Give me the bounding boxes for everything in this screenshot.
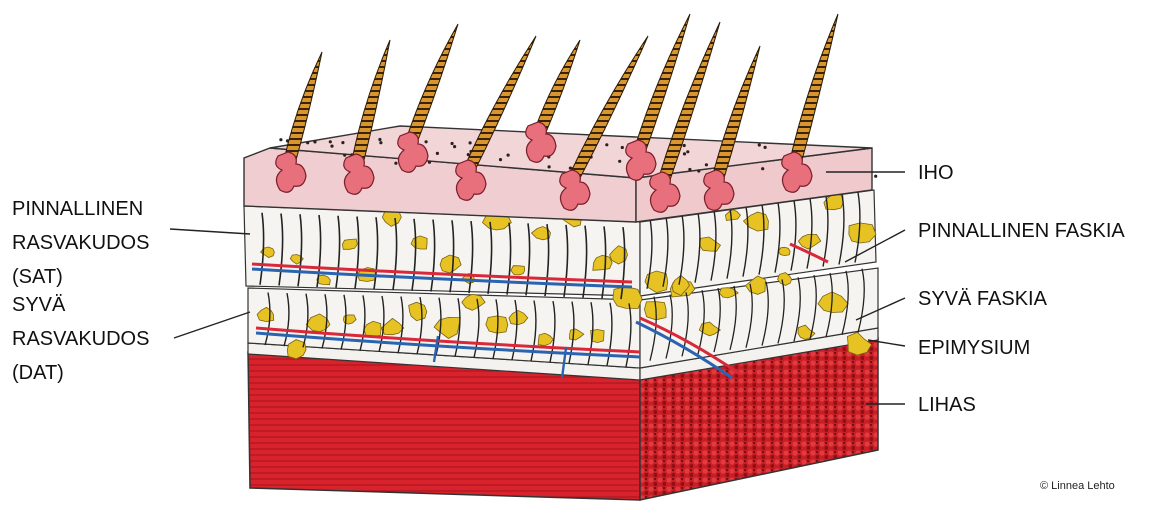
label-lihas: LIHAS [918,388,976,422]
label-superficial-fat-line1: PINNALLINEN [12,192,149,226]
copyright-note: © Linnea Lehto [1040,480,1115,492]
pore [330,145,333,148]
fat-lobule [613,287,642,309]
pore [306,141,309,144]
pore [313,140,316,143]
pore [343,154,346,157]
label-deep-fat-line2: RASVAKUDOS [12,322,149,356]
hair-shaft [406,24,458,140]
pore [341,141,344,144]
pore [764,146,767,149]
pore [548,165,551,168]
pore [436,152,439,155]
pore [683,152,686,155]
pore [618,160,621,163]
fat-lobule [342,239,357,249]
pore [394,162,397,165]
label-pinnallinen-faskia: PINNALLINEN FASKIA [918,214,1125,248]
pore [705,163,708,166]
pore [499,158,502,161]
pore [425,140,428,143]
label-superficial-fat-line2: RASVAKUDOS [12,226,149,260]
pore [761,167,764,170]
label-superficial-fat: PINNALLINEN RASVAKUDOS (SAT) [12,192,149,294]
label-epimysium: EPIMYSIUM [918,331,1030,365]
pore [279,138,282,141]
pore [469,141,472,144]
pore [453,145,456,148]
pore [874,175,877,178]
label-deep-fat-line3: (DAT) [12,356,149,390]
pore [683,144,686,147]
pore [621,146,624,149]
pore [686,150,689,153]
label-deep-fat: SYVÄ RASVAKUDOS (DAT) [12,288,149,390]
pore [697,169,700,172]
pore [329,140,332,143]
pore [507,154,510,157]
hair-shaft [790,14,838,160]
hair-shaft [534,40,580,132]
label-deep-fat-line1: SYVÄ [12,288,149,322]
pore [428,161,431,164]
pore [605,143,608,146]
pore [688,168,691,171]
pore [379,141,382,144]
fat-lobule [778,247,790,255]
pore [451,142,454,145]
label-syva-faskia: SYVÄ FASKIA [918,282,1047,316]
pore [758,143,761,146]
label-iho: IHO [918,156,954,190]
fat-lobule [511,266,525,275]
pore [378,138,381,141]
